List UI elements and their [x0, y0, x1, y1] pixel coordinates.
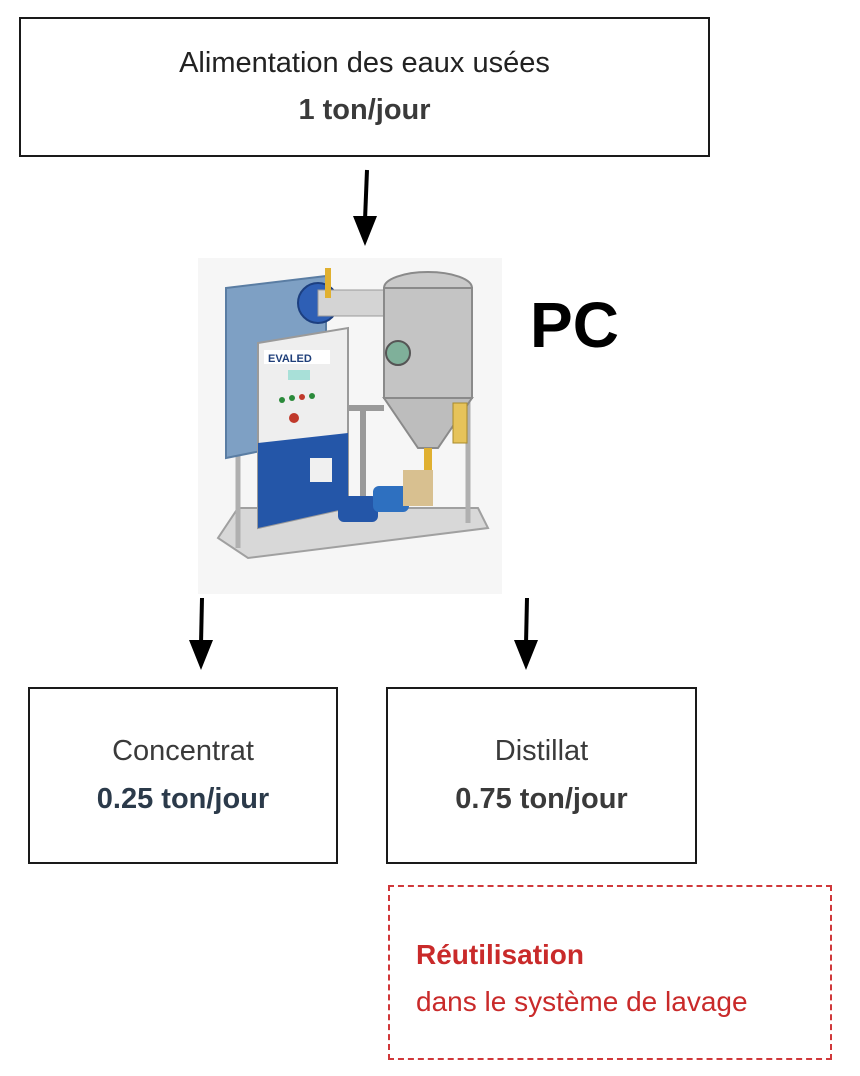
feed-value: 1 ton/jour: [298, 94, 431, 126]
feed-label: Alimentation des eaux usées: [179, 46, 550, 79]
concentrate-box: Concentrat 0.25 ton/jour: [28, 687, 338, 864]
concentrate-value: 0.25 ton/jour: [96, 782, 270, 815]
arrow-to-concentrate: [189, 597, 213, 670]
arrow-to-distillate: [514, 597, 538, 670]
reuse-box: Réutilisation dans le système de lavage: [388, 885, 832, 1060]
arrow-feed-to-process: [353, 169, 377, 246]
reuse-description: dans le système de lavage: [416, 986, 748, 1018]
process-label: PC: [530, 289, 619, 361]
feed-box: Alimentation des eaux usées 1 ton/jour: [19, 17, 710, 157]
evaporator-machine-image: EVALED: [198, 258, 502, 594]
machine-brand-text: EVALED: [268, 353, 312, 365]
reuse-title: Réutilisation: [416, 939, 585, 970]
distillate-box: Distillat 0.75 ton/jour: [386, 687, 697, 864]
distillate-value: 0.75 ton/jour: [455, 782, 628, 815]
concentrate-label: Concentrat: [112, 735, 254, 768]
distillate-label: Distillat: [494, 735, 589, 768]
